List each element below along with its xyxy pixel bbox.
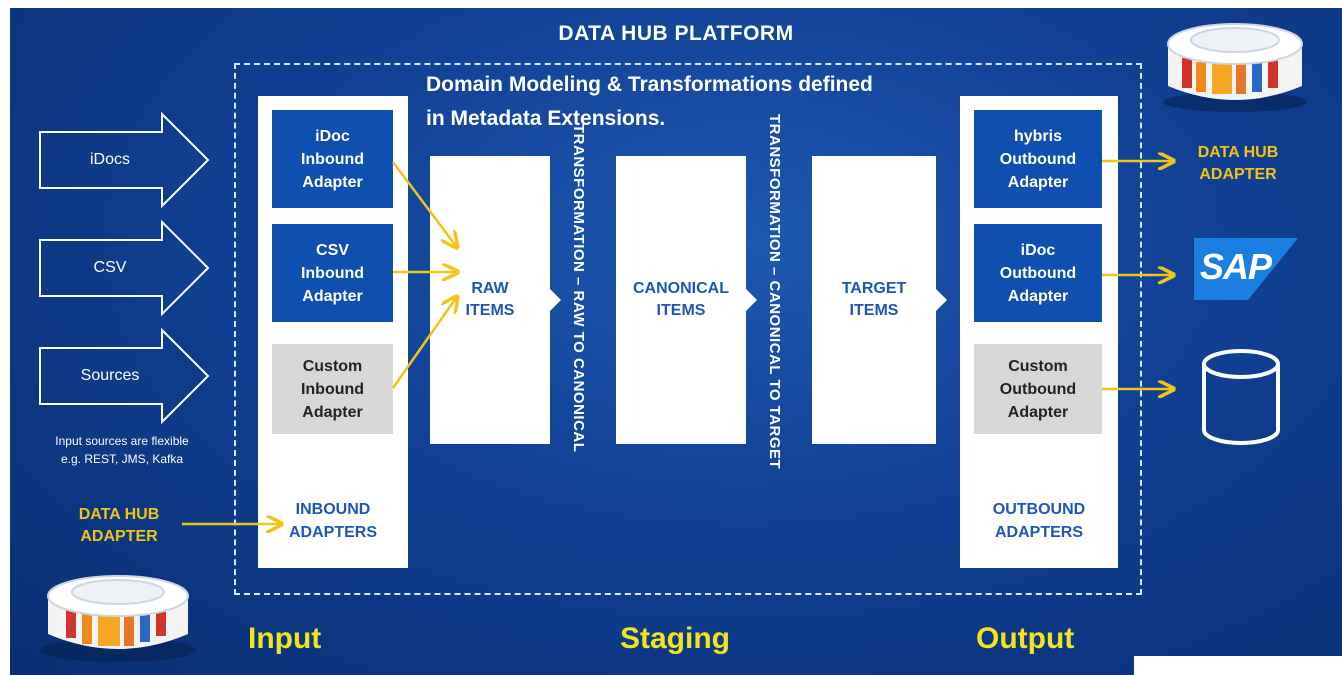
data-hub-device-icon-top: [1163, 23, 1307, 112]
idoc-outbound-line-3: Adapter: [1007, 287, 1069, 305]
subtitle-line-2: in Metadata Extensions.: [426, 107, 666, 130]
outbound-caption-line-2: ADAPTERS: [994, 524, 1083, 541]
canonical-items-pointer: [745, 288, 757, 312]
diagram-title: DATA HUB PLATFORM: [558, 22, 794, 45]
diagram-canvas: DATA HUB PLATFORM Domain Modeling & Tran…: [10, 8, 1342, 675]
custom-outbound-line-1: Custom: [1008, 357, 1068, 375]
transformation-raw-to-canonical: TRANSFORMATION – RAW TO CANONICAL: [570, 124, 587, 453]
source-label-sources: Sources: [80, 367, 140, 384]
section-label-staging: Staging: [620, 622, 730, 655]
canonical-items-box: CANONICAL ITEMS: [616, 156, 746, 444]
data-hub-adapter-input-label: DATA HUB ADAPTER: [54, 504, 184, 548]
custom-inbound-adapter: Custom Inbound Adapter: [272, 344, 393, 434]
section-label-output: Output: [976, 622, 1075, 655]
hybris-outbound-line-3: Adapter: [1007, 173, 1069, 191]
custom-inbound-line-3: Adapter: [302, 403, 363, 421]
csv-inbound-line-3: Adapter: [302, 287, 363, 305]
source-arrow-sources: [39, 327, 210, 425]
csv-inbound-line-2: Inbound: [300, 264, 365, 282]
source-arrow-csv: [39, 219, 210, 317]
data-hub-adapter-output-line-2: ADAPTER: [1199, 166, 1277, 183]
raw-items-line-2: ITEMS: [465, 302, 515, 319]
raw-items-pointer: [549, 288, 561, 312]
idoc-inbound-line-2: Inbound: [300, 150, 365, 168]
custom-outbound-line-3: Adapter: [1007, 403, 1069, 421]
source-arrows: [39, 111, 210, 425]
target-items-box: TARGET ITEMS: [812, 156, 936, 444]
diagram-subtitle: Domain Modeling & Transformations define…: [426, 68, 986, 136]
idoc-outbound-line-2: Outbound: [999, 264, 1077, 282]
corner-overlay: [1134, 656, 1342, 675]
canonical-items-line-1: CANONICAL: [633, 280, 729, 297]
sap-logo-text: SAP: [1200, 246, 1272, 287]
idoc-inbound-line-1: iDoc: [315, 127, 350, 145]
raw-items-line-1: RAW: [471, 280, 509, 297]
data-hub-device-icon-bottom: [40, 575, 196, 662]
idoc-inbound-adapter: iDoc Inbound Adapter: [272, 110, 393, 208]
section-label-input: Input: [248, 622, 322, 655]
target-items-line-1: TARGET: [841, 280, 907, 297]
idoc-inbound-line-3: Adapter: [302, 173, 363, 191]
data-hub-adapter-input-line-1: DATA HUB: [78, 506, 160, 523]
data-hub-adapter-input-line-2: ADAPTER: [80, 528, 158, 545]
database-icon: [1202, 349, 1280, 445]
hybris-outbound-line-2: Outbound: [999, 150, 1077, 168]
data-hub-adapter-output-line-1: DATA HUB: [1197, 144, 1279, 161]
connector-arrows: [182, 8, 1342, 675]
custom-inbound-line-2: Inbound: [300, 380, 365, 398]
subtitle-line-1: Domain Modeling & Transformations define…: [426, 73, 873, 96]
connector-idoc-to-raw: [392, 161, 456, 246]
source-label-idocs: iDocs: [89, 151, 130, 168]
inbound-caption-line-1: INBOUND: [295, 501, 371, 518]
sources-note: Input sources are flexible e.g. REST, JM…: [24, 432, 220, 468]
outbound-adapters-caption: OUTBOUND ADAPTERS: [960, 498, 1118, 544]
csv-inbound-line-1: CSV: [316, 241, 349, 259]
source-label-csv: CSV: [93, 259, 127, 276]
custom-outbound-line-2: Outbound: [999, 380, 1077, 398]
sources-note-line-2: e.g. REST, JMS, Kafka: [60, 452, 184, 466]
target-items-pointer: [935, 288, 947, 312]
transformation-canonical-to-target: TRANSFORMATION – CANONICAL TO TARGET: [766, 114, 783, 470]
idoc-outbound-line-1: iDoc: [1020, 241, 1056, 259]
custom-inbound-line-1: Custom: [302, 357, 363, 375]
target-items-line-2: ITEMS: [849, 302, 899, 319]
outbound-caption-line-1: OUTBOUND: [992, 501, 1086, 518]
csv-inbound-adapter: CSV Inbound Adapter: [272, 224, 393, 322]
sap-logo-icon: [1194, 238, 1298, 300]
hybris-outbound-adapter: hybris Outbound Adapter: [974, 110, 1102, 208]
inbound-caption-line-2: ADAPTERS: [288, 524, 377, 541]
inbound-adapters-caption: INBOUND ADAPTERS: [258, 498, 408, 544]
connector-custom-to-raw: [391, 298, 456, 389]
sources-note-line-1: Input sources are flexible: [55, 434, 189, 448]
idoc-outbound-adapter: iDoc Outbound Adapter: [974, 224, 1102, 322]
hybris-outbound-line-1: hybris: [1013, 127, 1062, 145]
platform-boundary: [234, 63, 1142, 595]
data-hub-adapter-output-label: DATA HUB ADAPTER: [1178, 142, 1298, 186]
custom-outbound-adapter: Custom Outbound Adapter: [974, 344, 1102, 434]
canonical-items-line-2: ITEMS: [656, 302, 706, 319]
source-arrow-idocs: [39, 111, 210, 209]
